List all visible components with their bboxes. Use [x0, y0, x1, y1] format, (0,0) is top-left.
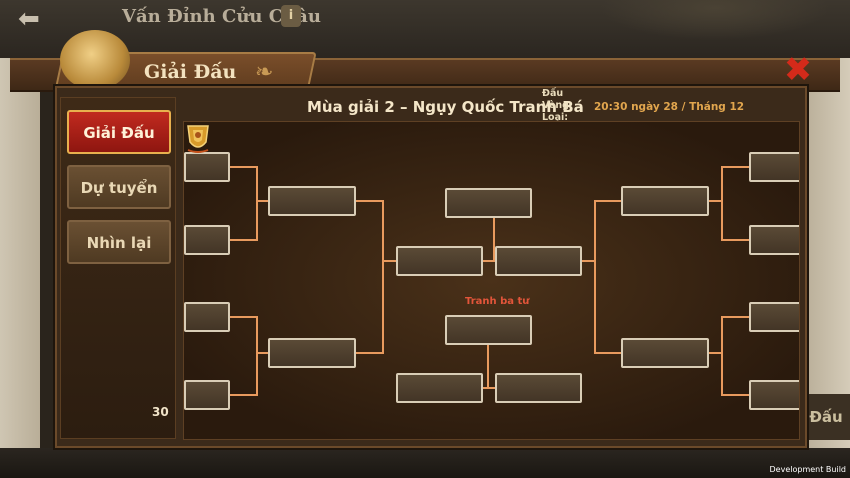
side-fight-button[interactable]: Đấu: [802, 394, 850, 440]
dragon-emblem-icon: [60, 30, 130, 90]
bracket-slot-left-r1-2[interactable]: [184, 225, 230, 255]
cloud-swirl-icon: ❧: [255, 60, 274, 85]
bracket-slot-final[interactable]: [445, 188, 532, 218]
gold-trophy-icon: [187, 125, 209, 153]
bracket-slot-right-r1-4[interactable]: [749, 380, 799, 410]
stage-label: Đấu Vòng Loại:: [542, 88, 569, 123]
bracket-slot-semifinal-left[interactable]: [396, 246, 483, 276]
bracket-slot-right-r1-2[interactable]: [749, 225, 799, 255]
bracket-slot-third-left[interactable]: [396, 373, 483, 403]
nav-count: 30: [152, 405, 169, 419]
bracket-slot-semifinal-right[interactable]: [495, 246, 582, 276]
bracket-slot-right-r1-1[interactable]: [749, 152, 799, 182]
bracket-slot-left-r2-2[interactable]: [268, 338, 356, 368]
bracket-slot-left-r1-3[interactable]: [184, 302, 230, 332]
nav-review-button[interactable]: Nhìn lại: [67, 220, 171, 264]
development-build-label: Development Build: [769, 465, 846, 474]
background-bottom: [0, 448, 850, 478]
season-title: Mùa giải 2 – Ngụy Quốc Tranh Bá: [307, 98, 584, 116]
bracket-slot-third-place[interactable]: [445, 315, 532, 345]
bracket-slot-right-r1-3[interactable]: [749, 302, 799, 332]
nav-qualifier-button[interactable]: Dự tuyển: [67, 165, 171, 209]
panel-title: Giải Đấu: [144, 61, 237, 83]
info-icon[interactable]: i: [281, 5, 301, 27]
bracket-slot-third-right[interactable]: [495, 373, 582, 403]
bracket-slot-right-r2-2[interactable]: [621, 338, 709, 368]
bracket-slot-left-r2-1[interactable]: [268, 186, 356, 216]
nav-tournament-button[interactable]: Giải Đấu: [67, 110, 171, 154]
bracket-lines: [230, 166, 749, 396]
stage-time: 20:30 ngày 28 / Tháng 12: [594, 101, 745, 113]
bracket-slot-right-r2-1[interactable]: [621, 186, 709, 216]
third-place-label: Tranh ba tư: [465, 296, 530, 307]
bracket-slot-left-r1-1[interactable]: [184, 152, 230, 182]
left-nav: Giải Đấu Dự tuyển Nhìn lại: [60, 97, 176, 439]
top-decoration: [600, 0, 830, 40]
close-icon[interactable]: ✖: [783, 50, 813, 90]
back-arrow-icon[interactable]: ⬅: [18, 4, 40, 34]
game-location-title: Vấn Đỉnh Cửu Châu: [122, 6, 321, 27]
tournament-bracket: Tranh ba tư: [183, 121, 800, 440]
background-left: [0, 58, 40, 478]
bracket-slot-left-r1-4[interactable]: [184, 380, 230, 410]
